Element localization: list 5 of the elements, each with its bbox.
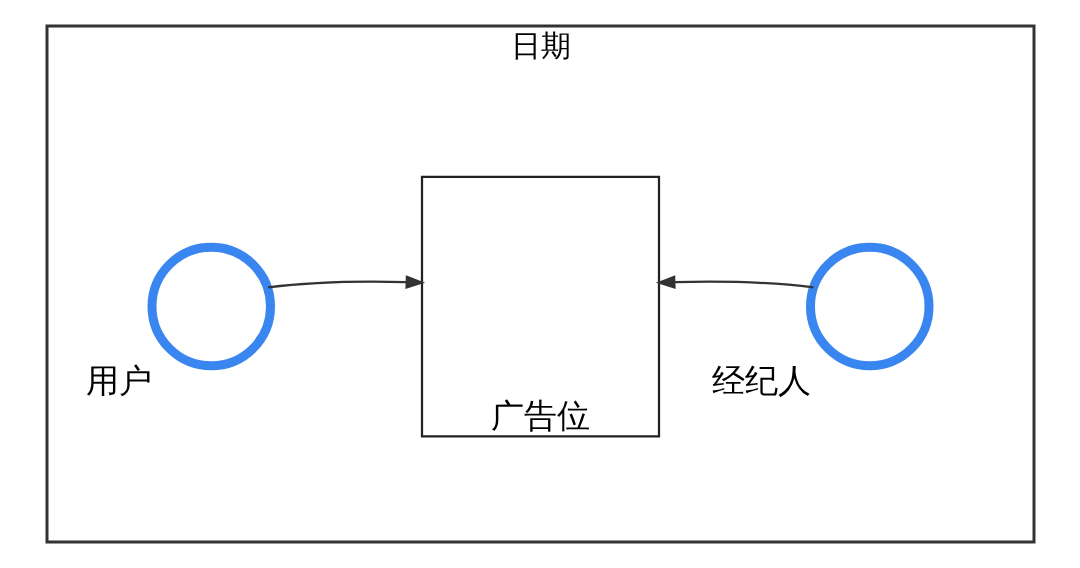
arrow — [267, 275, 425, 289]
node-box: 广告位 — [420, 175, 660, 438]
arrow — [655, 275, 814, 289]
node-label: 用户 — [85, 361, 152, 401]
node-label: 经纪人 — [711, 361, 810, 401]
